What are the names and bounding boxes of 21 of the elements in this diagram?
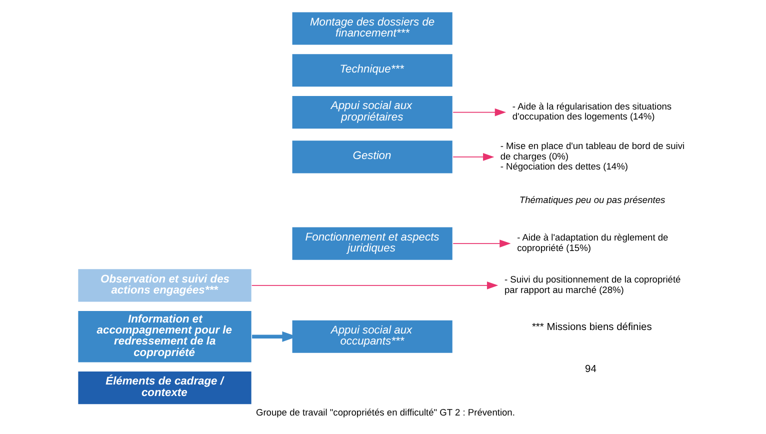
label: 94 bbox=[584, 364, 596, 375]
node-box: Montage des dossiers de financement*** bbox=[290, 11, 453, 46]
node-box: Appui social aux occupants*** bbox=[290, 319, 453, 354]
node-box: Fonctionnement et aspects juridiques bbox=[290, 226, 453, 261]
label: Thématiques peu ou pas présentes bbox=[518, 195, 665, 206]
node-text: - Aide à la régularisation des situations d'occupation des logements (14%) bbox=[512, 101, 672, 122]
node-box: Information et accompagnement pour le redressement de la copropriété bbox=[76, 310, 252, 364]
arrow bbox=[452, 240, 510, 248]
node-text: - Suivi du positionnement de la copropriété par rapport au marché (28%) bbox=[504, 274, 680, 295]
node-text: - Aide à l'adaptation du règlement de copropriété (15%) bbox=[516, 232, 668, 253]
arrow bbox=[250, 282, 498, 290]
node-box: Éléments de cadrage / contexte bbox=[76, 370, 252, 406]
node-text: - Mise en place d'un tableau de bord de suivi de charges (0%) - Négociation des dettes (14%) bbox=[500, 141, 684, 172]
node-box: Technique*** bbox=[290, 53, 453, 88]
node-box: Observation et suivi des actions engagées*** bbox=[76, 268, 252, 303]
node-box: Appui social aux propriétaires bbox=[290, 95, 453, 130]
label: *** Missions biens définies bbox=[531, 322, 652, 333]
node-box: Gestion bbox=[290, 140, 453, 174]
caption: Groupe de travail "copropriétés en difficulté" GT 2 : Prévention. bbox=[255, 408, 514, 418]
arrow bbox=[452, 108, 506, 116]
arrow bbox=[452, 153, 494, 161]
